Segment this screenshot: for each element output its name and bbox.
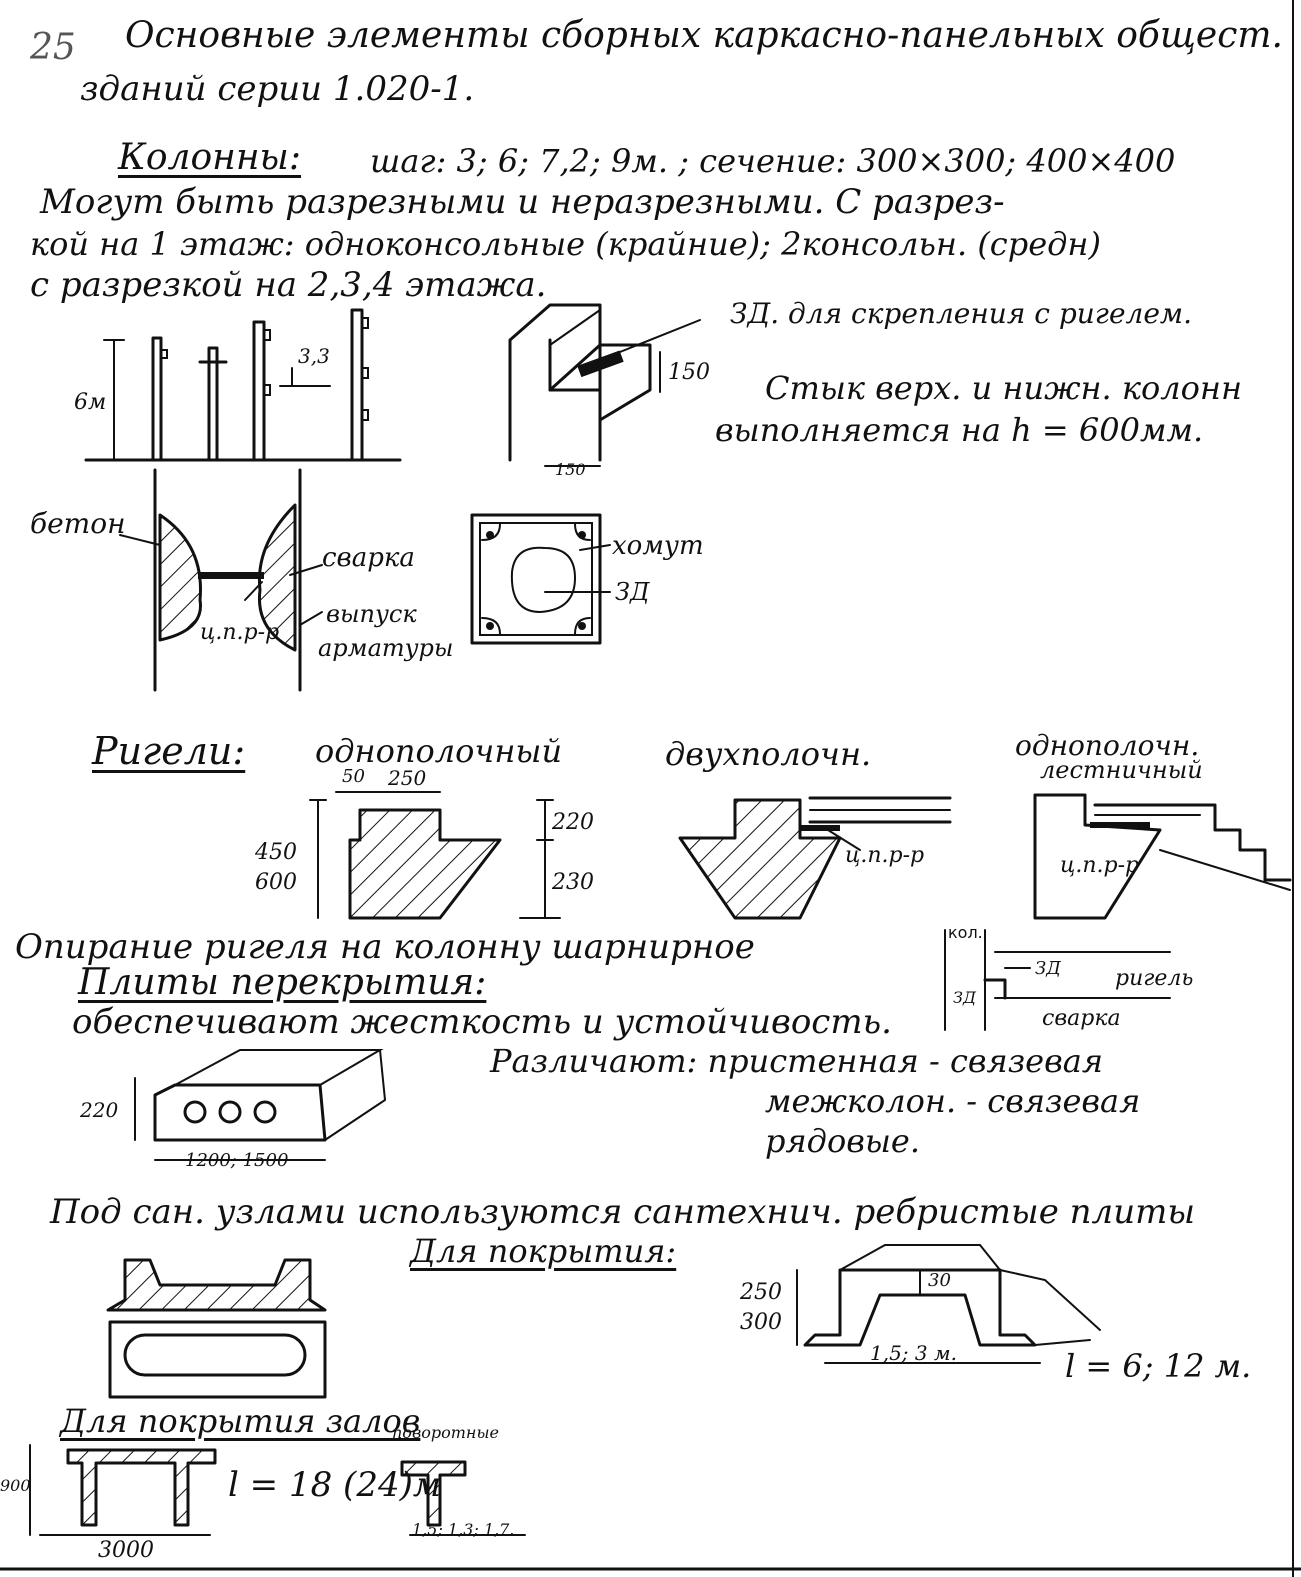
dim-250-roof: 250 [740,1280,782,1305]
girder-single-shelf [309,791,561,920]
girders-heading: Ригели: [92,729,246,773]
dim-6m: 6м [74,390,107,415]
girder-3-cement-label: ц.п.р-р [1060,853,1140,878]
joint-line2: выполняется на h = 600мм. [715,411,1204,449]
dim-900: 900 [0,1476,31,1495]
slabs-text-line1: обеспечивают жесткость и устойчивость. [72,1002,892,1042]
slab-types-line1: Различают: пристенная - связевая [490,1042,1103,1080]
column-section [470,513,611,645]
columns-text-line4: с разрезкой на 2,3,4 этажа. [30,265,547,305]
label-zd: ЗД [615,578,650,606]
dim-tee-widths: 1,5; 1,3; 1,7. [412,1520,515,1539]
page-title-line1: Основные элементы сборных каркасно-панел… [125,15,1283,56]
hollow-core-slab [134,1049,387,1161]
girder-2-cement-label: ц.п.р-р [845,843,925,868]
tee-slab [400,1460,526,1536]
joint-line1: Стык верх. и нижн. колонн [765,369,1243,407]
dim-220-slab: 220 [80,1098,119,1122]
sanitary-slab [106,1258,327,1399]
halls-heading: Для покрытия залов [60,1402,421,1440]
sanitary-text: Под сан. узлами используются сантехнич. … [50,1192,1196,1232]
column-elevations [84,308,402,462]
label-rebar-2: арматуры [318,634,454,662]
page-number: 25 [30,27,76,68]
dim-600: 600 [255,870,297,895]
detail-welding-label: сварка [1042,1006,1121,1031]
dim-450: 450 [255,840,297,865]
support-text: Опирание ригеля на колонну шарнирное [15,927,755,967]
columns-text-line3: кой на 1 этаж: одноконсольные (крайние);… [30,225,1101,263]
columns-spec: шаг: 3; 6; 7,2; 9м. ; сечение: 300×300; … [370,142,1176,180]
support-detail [944,929,1171,1031]
double-tee-slab [29,1444,217,1536]
dim-30: 30 [928,1270,951,1291]
girder-stair [1033,793,1292,920]
dim-150-horizontal: 150 [555,460,586,479]
label-cement-mortar: ц.п.р-р [200,620,280,645]
halls-span: l = 18 (24)м [228,1465,442,1505]
dim-roof-width: 1,5; 3 м. [870,1341,957,1365]
dim-slab-width: 1200; 1500 [185,1150,289,1171]
dim-150-vertical: 150 [668,360,710,385]
columns-heading: Колонны: [118,137,302,178]
halls-sub: поворотные [392,1423,499,1442]
label-clamp: хомут [612,531,704,561]
columns-text-line2: Могут быть разрезными и неразрезными. С … [40,182,1005,222]
label-welding: сварка [322,543,415,573]
dim-250: 250 [388,766,427,790]
page-title-line2: зданий серии 1.020-1. [80,69,475,109]
console-sketch [508,303,701,467]
girder-type-3-line1: однополочн. [1015,729,1200,762]
roof-heading: Для покрытия: [410,1232,677,1270]
dim-230: 230 [552,870,594,895]
dim-220: 220 [552,810,594,835]
girder-type-3-line2: лестничный [1040,756,1203,784]
girder-type-1: однополочный [315,732,563,770]
slab-types-line3: рядовые. [765,1122,921,1160]
zd-note: ЗД. для скрепления с ригелем. [730,297,1193,330]
girder-double-shelf [678,796,952,920]
column-joint-detail [119,468,323,692]
detail-zd-2: ЗД [953,988,976,1007]
label-concrete: бетон [30,507,126,540]
label-rebar-1: выпуск [326,600,417,628]
detail-girder-label: ригель [1115,966,1194,991]
ribbed-roof-slab [796,1244,1101,1364]
slab-types-line2: межколон. - связевая [765,1082,1141,1120]
detail-column-label: кол. [948,923,983,942]
slabs-heading: Плиты перекрытия: [78,962,487,1003]
roof-span: l = 6; 12 м. [1065,1347,1252,1385]
girder-type-2: двухполочн. [665,735,872,773]
dim-300-roof: 300 [740,1310,782,1335]
dim-3000: 3000 [98,1538,154,1563]
dim-50: 50 [342,766,365,787]
detail-zd-1: ЗД [1035,958,1061,979]
dim-3-3: 3,3 [298,344,330,368]
